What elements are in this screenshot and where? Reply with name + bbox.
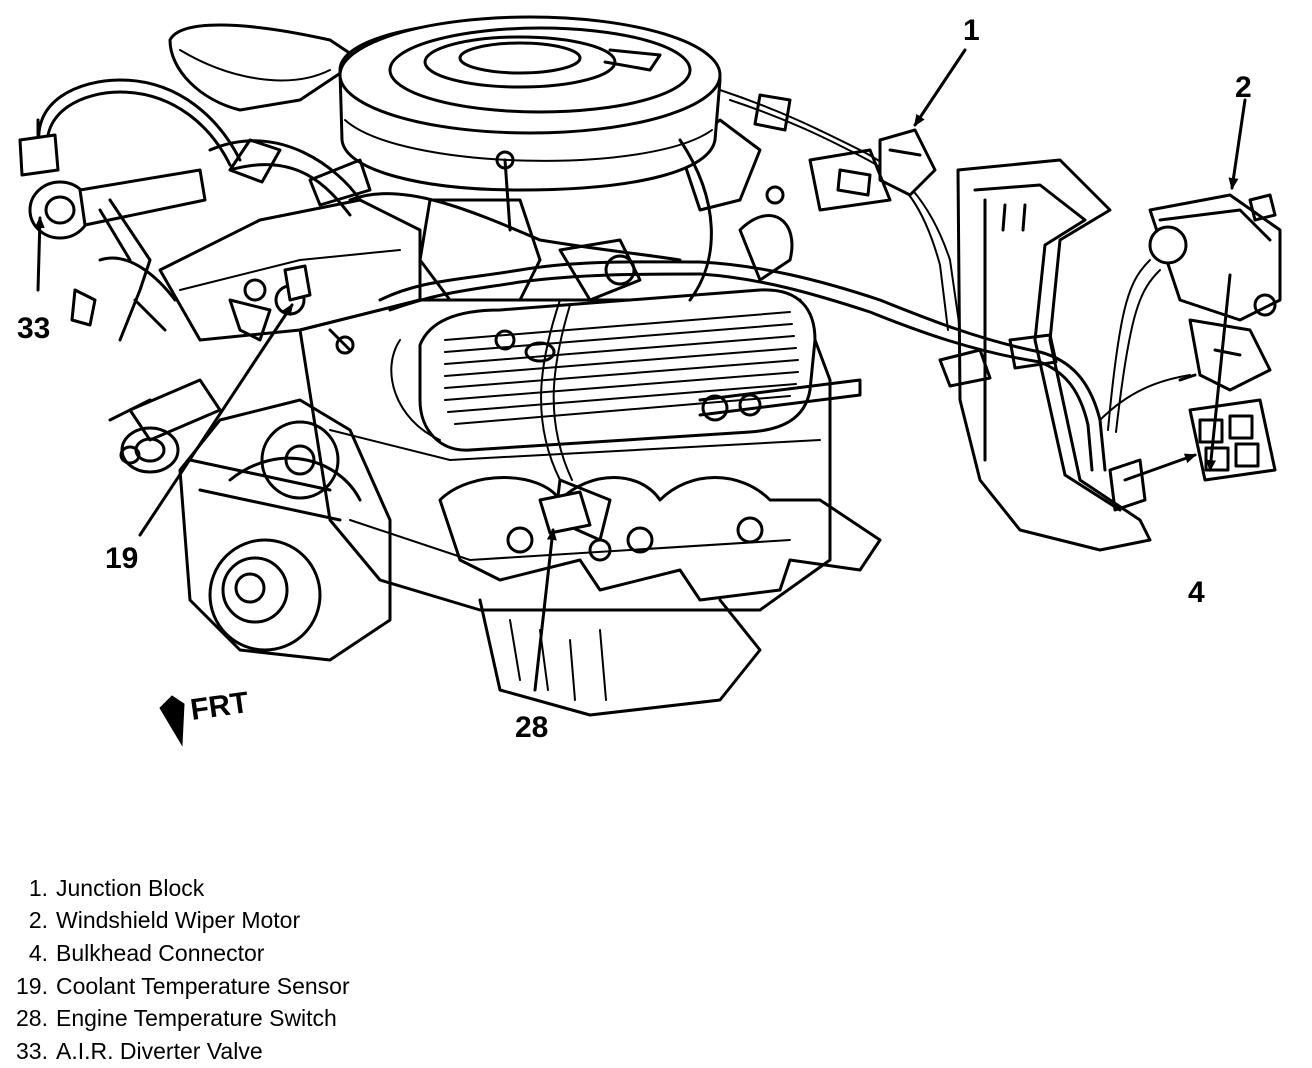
callout-4: 4 [1188,576,1205,609]
legend-number: 33. [16,1037,48,1064]
front-direction-indicator: FRT [159,686,251,747]
callout-33: 33 [17,312,50,345]
legend-item: 28. Engine Temperature Switch [0,1002,600,1035]
front-arrow-icon [159,695,185,747]
legend-item: 33. A.I.R. Diverter Valve [0,1035,600,1068]
parts-legend: 1. Junction Block 2. Windshield Wiper Mo… [0,872,600,1068]
air-diverter-valve-illustration [18,118,207,342]
callout-19: 19 [105,542,138,575]
wiring-harness-illustration [37,78,1191,562]
legend-number: 2. [28,907,48,934]
legend-number: 4. [28,939,48,966]
legend-item: 19. Coolant Temperature Sensor [0,970,600,1003]
callout-1: 1 [963,14,980,47]
coolant-temperature-sensor-illustration [283,264,312,302]
leader-lines [34,48,1247,692]
legend-label: Coolant Temperature Sensor [56,972,350,999]
legend-number: 28. [16,1005,48,1032]
engine-wiring-diagram: FRT 1 2 4 19 28 33 [17,14,1282,747]
junction-block-illustration [765,128,937,212]
air-cleaner-illustration [168,15,722,302]
legend-label: A.I.R. Diverter Valve [56,1037,263,1064]
legend-item: 1. Junction Block [0,872,600,905]
callout-28: 28 [515,711,548,744]
legend-label: Junction Block [56,874,205,901]
callout-2: 2 [1235,71,1252,104]
legend-number: 19. [16,972,48,999]
front-label: FRT [188,686,250,727]
legend-label: Bulkhead Connector [56,939,265,966]
firewall-bracket-illustration [956,158,1152,552]
windshield-wiper-motor-illustration [1148,193,1282,392]
legend-label: Engine Temperature Switch [56,1005,337,1032]
engine-block-illustration [108,118,882,717]
legend-item: 4. Bulkhead Connector [0,937,600,970]
legend-label: Windshield Wiper Motor [56,907,301,934]
legend-item: 2. Windshield Wiper Motor [0,905,600,938]
legend-number: 1. [28,874,48,901]
engine-temperature-switch-illustration [538,490,592,535]
